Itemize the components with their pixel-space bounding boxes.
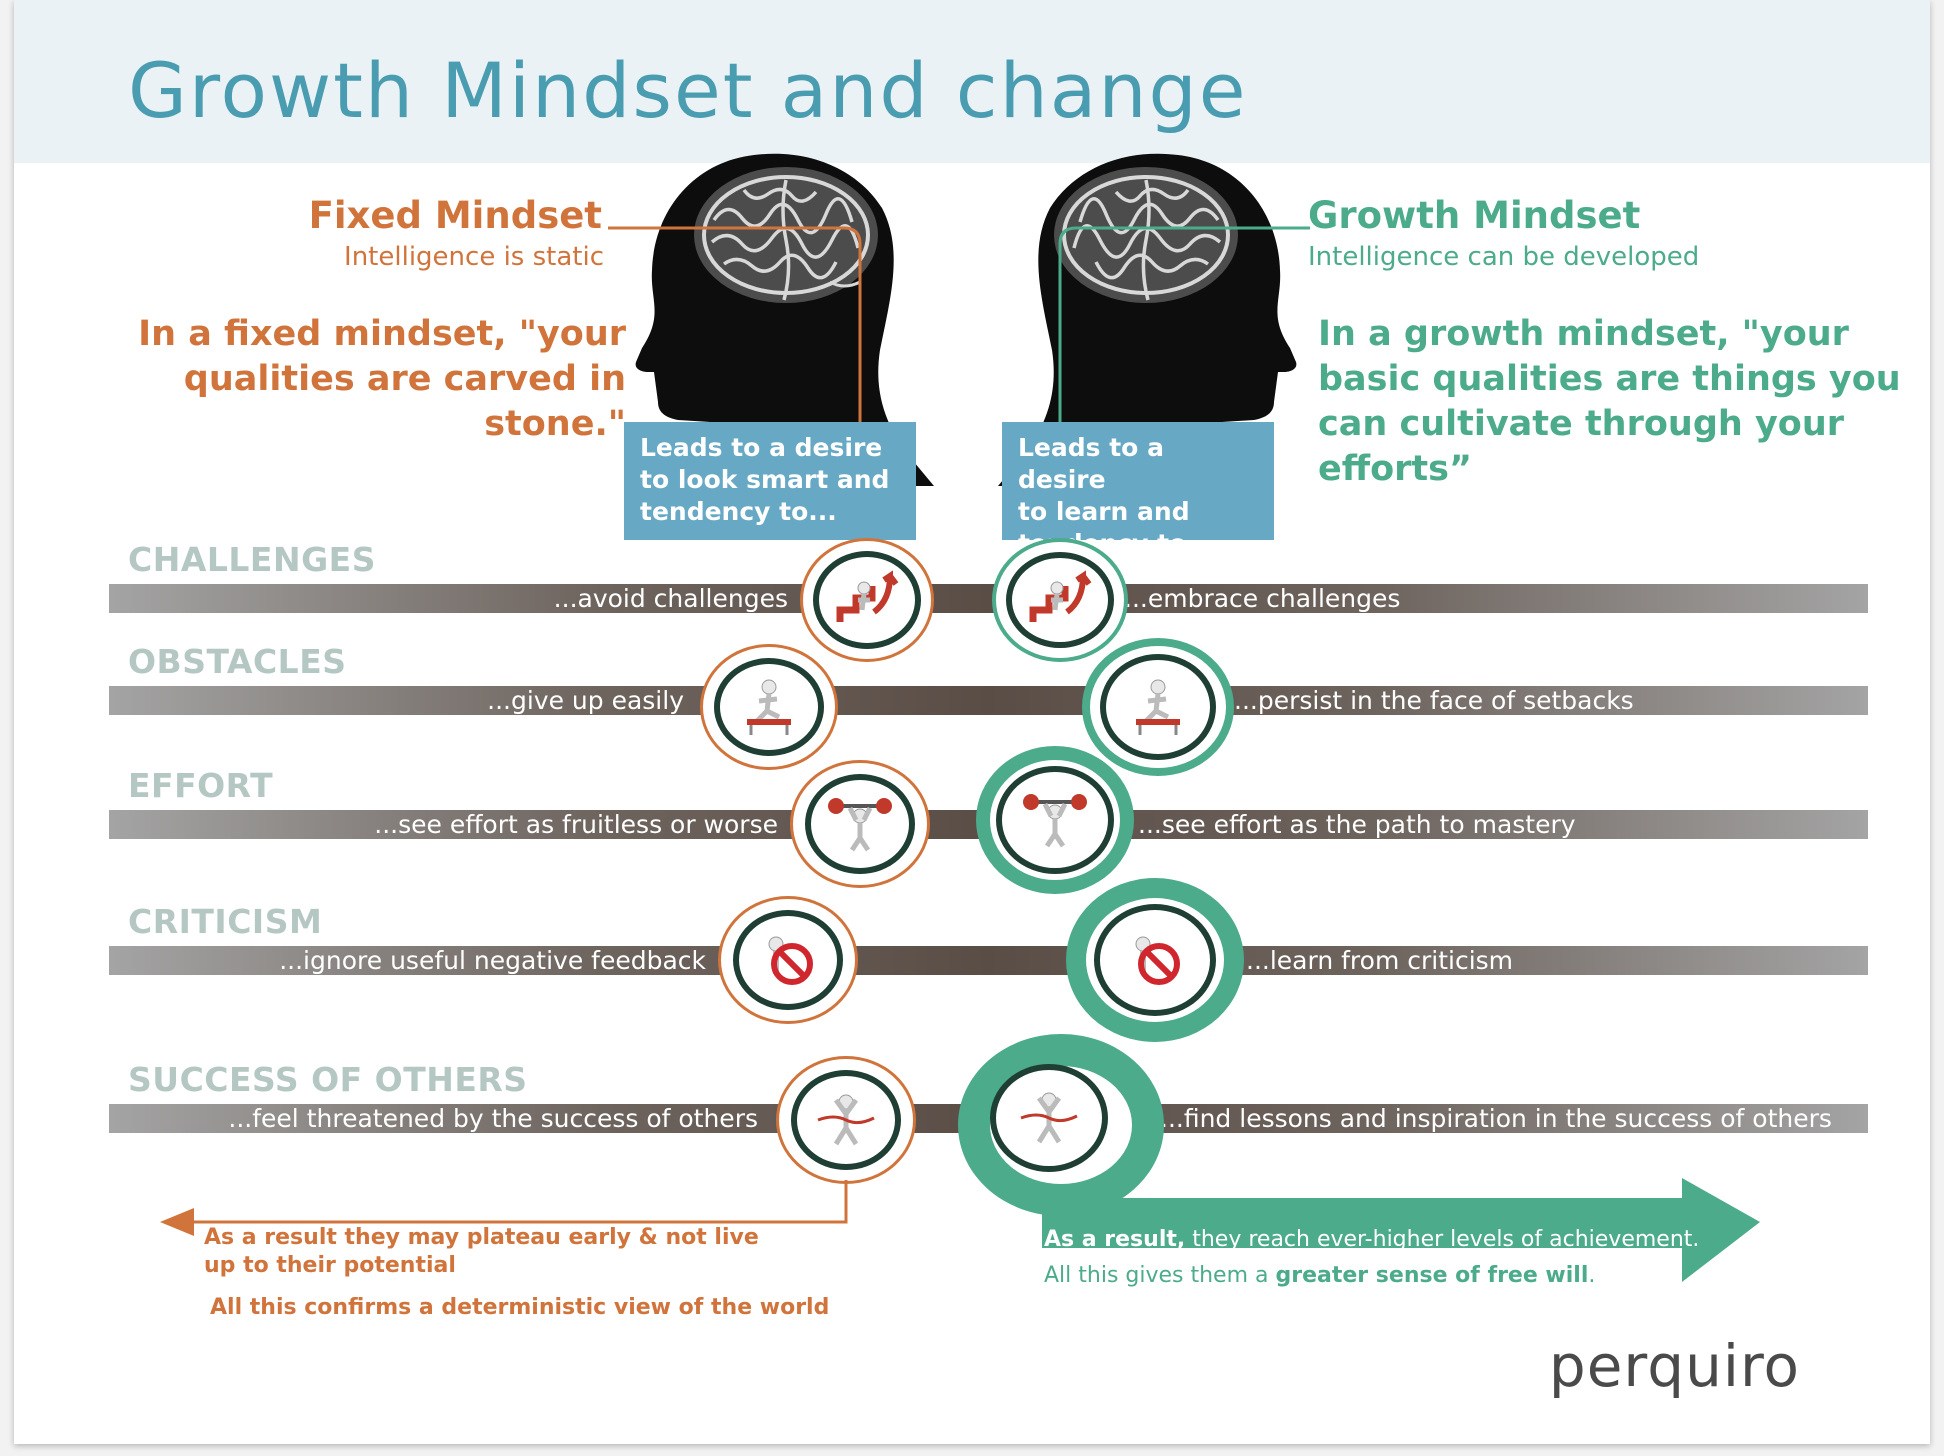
fixed-mindset-subheading: Intelligence is static <box>344 242 604 272</box>
growth-conclusion: All this gives them a greater sense of f… <box>1044 1263 1596 1288</box>
weightlifter-icon <box>805 774 915 874</box>
growth-behavior-challenges: ...embrace challenges <box>1124 584 1401 613</box>
row-bar-obstacles <box>109 686 1868 715</box>
growth-icon-circle-obstacles <box>1082 638 1234 776</box>
row-label-criticism: CRITICISM <box>128 902 323 941</box>
row-label-success-of-others: SUCCESS OF OTHERS <box>128 1060 528 1099</box>
stop-sign-icon <box>733 910 843 1010</box>
row-bar-criticism <box>109 946 1868 975</box>
staircase-arrow-icon <box>813 551 921 649</box>
hurdle-jump-icon <box>714 658 824 756</box>
growth-behavior-success-of-others: ...find lessons and inspiration in the s… <box>1160 1104 1832 1133</box>
growth-behavior-criticism: ...learn from criticism <box>1246 946 1514 975</box>
fixed-conclusion: All this confirms a deterministic view o… <box>210 1295 830 1320</box>
growth-result-arrow <box>1042 1178 1760 1282</box>
fixed-behavior-obstacles: ...give up easily <box>487 686 684 715</box>
fixed-result-text: As a result they may plateau early & not… <box>204 1225 759 1278</box>
fixed-result-arrowhead <box>160 1208 194 1236</box>
infographic-page: Growth Mindset and change Fixed Mindset … <box>14 0 1930 1444</box>
stop-sign-icon <box>1094 904 1216 1016</box>
fixed-brain-icon <box>694 167 878 303</box>
growth-behavior-effort: ...see effort as the path to mastery <box>1138 810 1576 839</box>
fixed-result-line <box>192 1180 848 1224</box>
fixed-desire-box: Leads to a desire to look smart and tend… <box>624 422 916 540</box>
staircase-arrow-icon <box>1006 552 1114 648</box>
fixed-mindset-heading: Fixed Mindset <box>308 194 602 237</box>
growth-mindset-subheading: Intelligence can be developed <box>1308 242 1700 272</box>
fixed-icon-circle-obstacles <box>700 644 838 770</box>
growth-head-silhouette <box>998 153 1297 486</box>
fixed-behavior-challenges: ...avoid challenges <box>553 584 788 613</box>
weightlifter-icon <box>996 766 1114 874</box>
connector-lines <box>608 226 1310 425</box>
fixed-icon-circle-success-of-others <box>776 1056 916 1184</box>
fixed-mindset-quote: In a fixed mindset, "your qualities are … <box>138 314 626 444</box>
fixed-behavior-criticism: ...ignore useful negative feedback <box>279 946 706 975</box>
finish-line-icon <box>791 1070 901 1170</box>
growth-behavior-obstacles: ...persist in the face of setbacks <box>1234 686 1634 715</box>
growth-icon-circle-challenges <box>992 538 1128 662</box>
hurdle-jump-icon <box>1100 654 1216 760</box>
growth-desire-box: Leads to a desire to learn and tendency … <box>1002 422 1274 558</box>
row-bar-challenges <box>109 584 1868 613</box>
header-band: Growth Mindset and change <box>14 0 1930 163</box>
fixed-icon-circle-criticism <box>718 896 858 1024</box>
finish-line-icon <box>990 1064 1108 1172</box>
row-label-obstacles: OBSTACLES <box>128 642 347 681</box>
page-title: Growth Mindset and change <box>128 46 1248 135</box>
growth-result-text: As a result, they reach ever-higher leve… <box>1044 1227 1700 1252</box>
fixed-behavior-success-of-others: ...feel threatened by the success of oth… <box>228 1104 758 1133</box>
fixed-icon-circle-effort <box>790 760 930 888</box>
growth-mindset-quote: In a growth mindset, "your basic qualiti… <box>1318 314 1901 489</box>
row-label-effort: EFFORT <box>128 766 274 805</box>
perquiro-logo: perquiro <box>1548 1332 1800 1400</box>
growth-icon-circle-effort <box>976 746 1134 894</box>
result-arrows <box>160 1178 1760 1282</box>
growth-icon-circle-criticism <box>1066 878 1244 1042</box>
growth-mindset-heading: Growth Mindset <box>1308 194 1641 237</box>
fixed-icon-circle-challenges <box>800 538 934 662</box>
row-label-challenges: CHALLENGES <box>128 540 376 579</box>
fixed-behavior-effort: ...see effort as fruitless or worse <box>374 810 778 839</box>
